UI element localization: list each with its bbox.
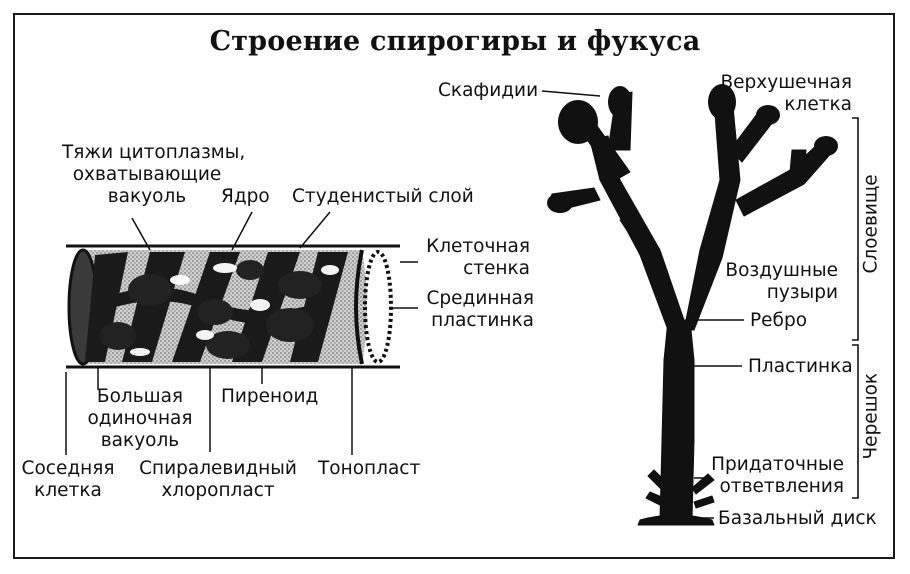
label-large-vacuole: Большая одиночная вакуоль [85, 386, 195, 452]
label-air-bladders: Воздушные пузыри [712, 260, 838, 304]
middle-lamella [363, 250, 393, 364]
label-stipe: Черешок [860, 372, 882, 460]
label-line: стенка [463, 258, 530, 279]
label-line: клетка [34, 480, 102, 501]
label-thallus: Слоевище [860, 174, 882, 274]
bracket-marks [852, 117, 859, 499]
diagram-title: Строение спирогиры и фукуса [209, 26, 701, 57]
label-line: вакуоль [100, 430, 180, 451]
label-blade: Пластинка [748, 356, 853, 377]
label-scaphidia: Скафидии [438, 80, 539, 101]
fucus-tips [547, 84, 838, 213]
label-line: клетка [784, 94, 852, 115]
label-line: Воздушные [725, 260, 838, 281]
label-line: хлоропласт [161, 480, 275, 501]
label-line: Клеточная [426, 236, 530, 257]
label-apical-cell: Верхушечная клетка [706, 72, 852, 116]
label-basal-disc: Базальный диск [718, 508, 877, 529]
label-pyrenoid: Пиреноид [221, 386, 319, 407]
right-cell-end [354, 249, 364, 365]
label-line: Тяжи цитоплазмы, [62, 142, 246, 163]
label-line: одиночная [87, 408, 193, 429]
fucus-leaders [541, 90, 744, 519]
label-cell-wall: Клеточная стенка [408, 236, 530, 280]
label-tonoplast: Тонопласт [318, 458, 421, 479]
label-appendage-branches: Придаточные ответвления [704, 454, 844, 498]
thallus-bracket [852, 117, 859, 341]
label-line: вакуоль [107, 186, 187, 207]
spirogyra-cell [66, 244, 400, 369]
label-jelly-layer: Студенистый слой [292, 186, 474, 207]
label-line: пластинка [431, 310, 534, 331]
label-line: охватывающие [72, 164, 222, 185]
label-spiral-chloroplast: Спиралевидный хлоропласт [132, 458, 304, 502]
label-line: ответвления [719, 476, 844, 497]
label-rib: Ребро [750, 310, 808, 331]
label-line: пузыри [766, 282, 838, 303]
label-nucleus: Ядро [221, 186, 270, 207]
stipe-bracket [852, 344, 859, 499]
label-neighbor-cell: Соседняя клетка [18, 458, 118, 502]
pyrenoid-blobs [100, 260, 322, 359]
label-line: Срединная [426, 288, 534, 309]
spirogyra-leaders [65, 211, 418, 455]
label-line: Спиралевидный [139, 458, 297, 479]
label-line: Верхушечная [720, 72, 852, 93]
label-line: Большая [96, 386, 184, 407]
vacuole-gaps [130, 263, 339, 356]
label-middle-lamella: Срединная пластинка [412, 288, 534, 332]
label-line: Придаточные [711, 454, 844, 475]
label-line: Соседняя [21, 458, 115, 479]
label-cytoplasm-strands: Тяжи цитоплазмы, охватывающие вакуоль [62, 142, 246, 208]
